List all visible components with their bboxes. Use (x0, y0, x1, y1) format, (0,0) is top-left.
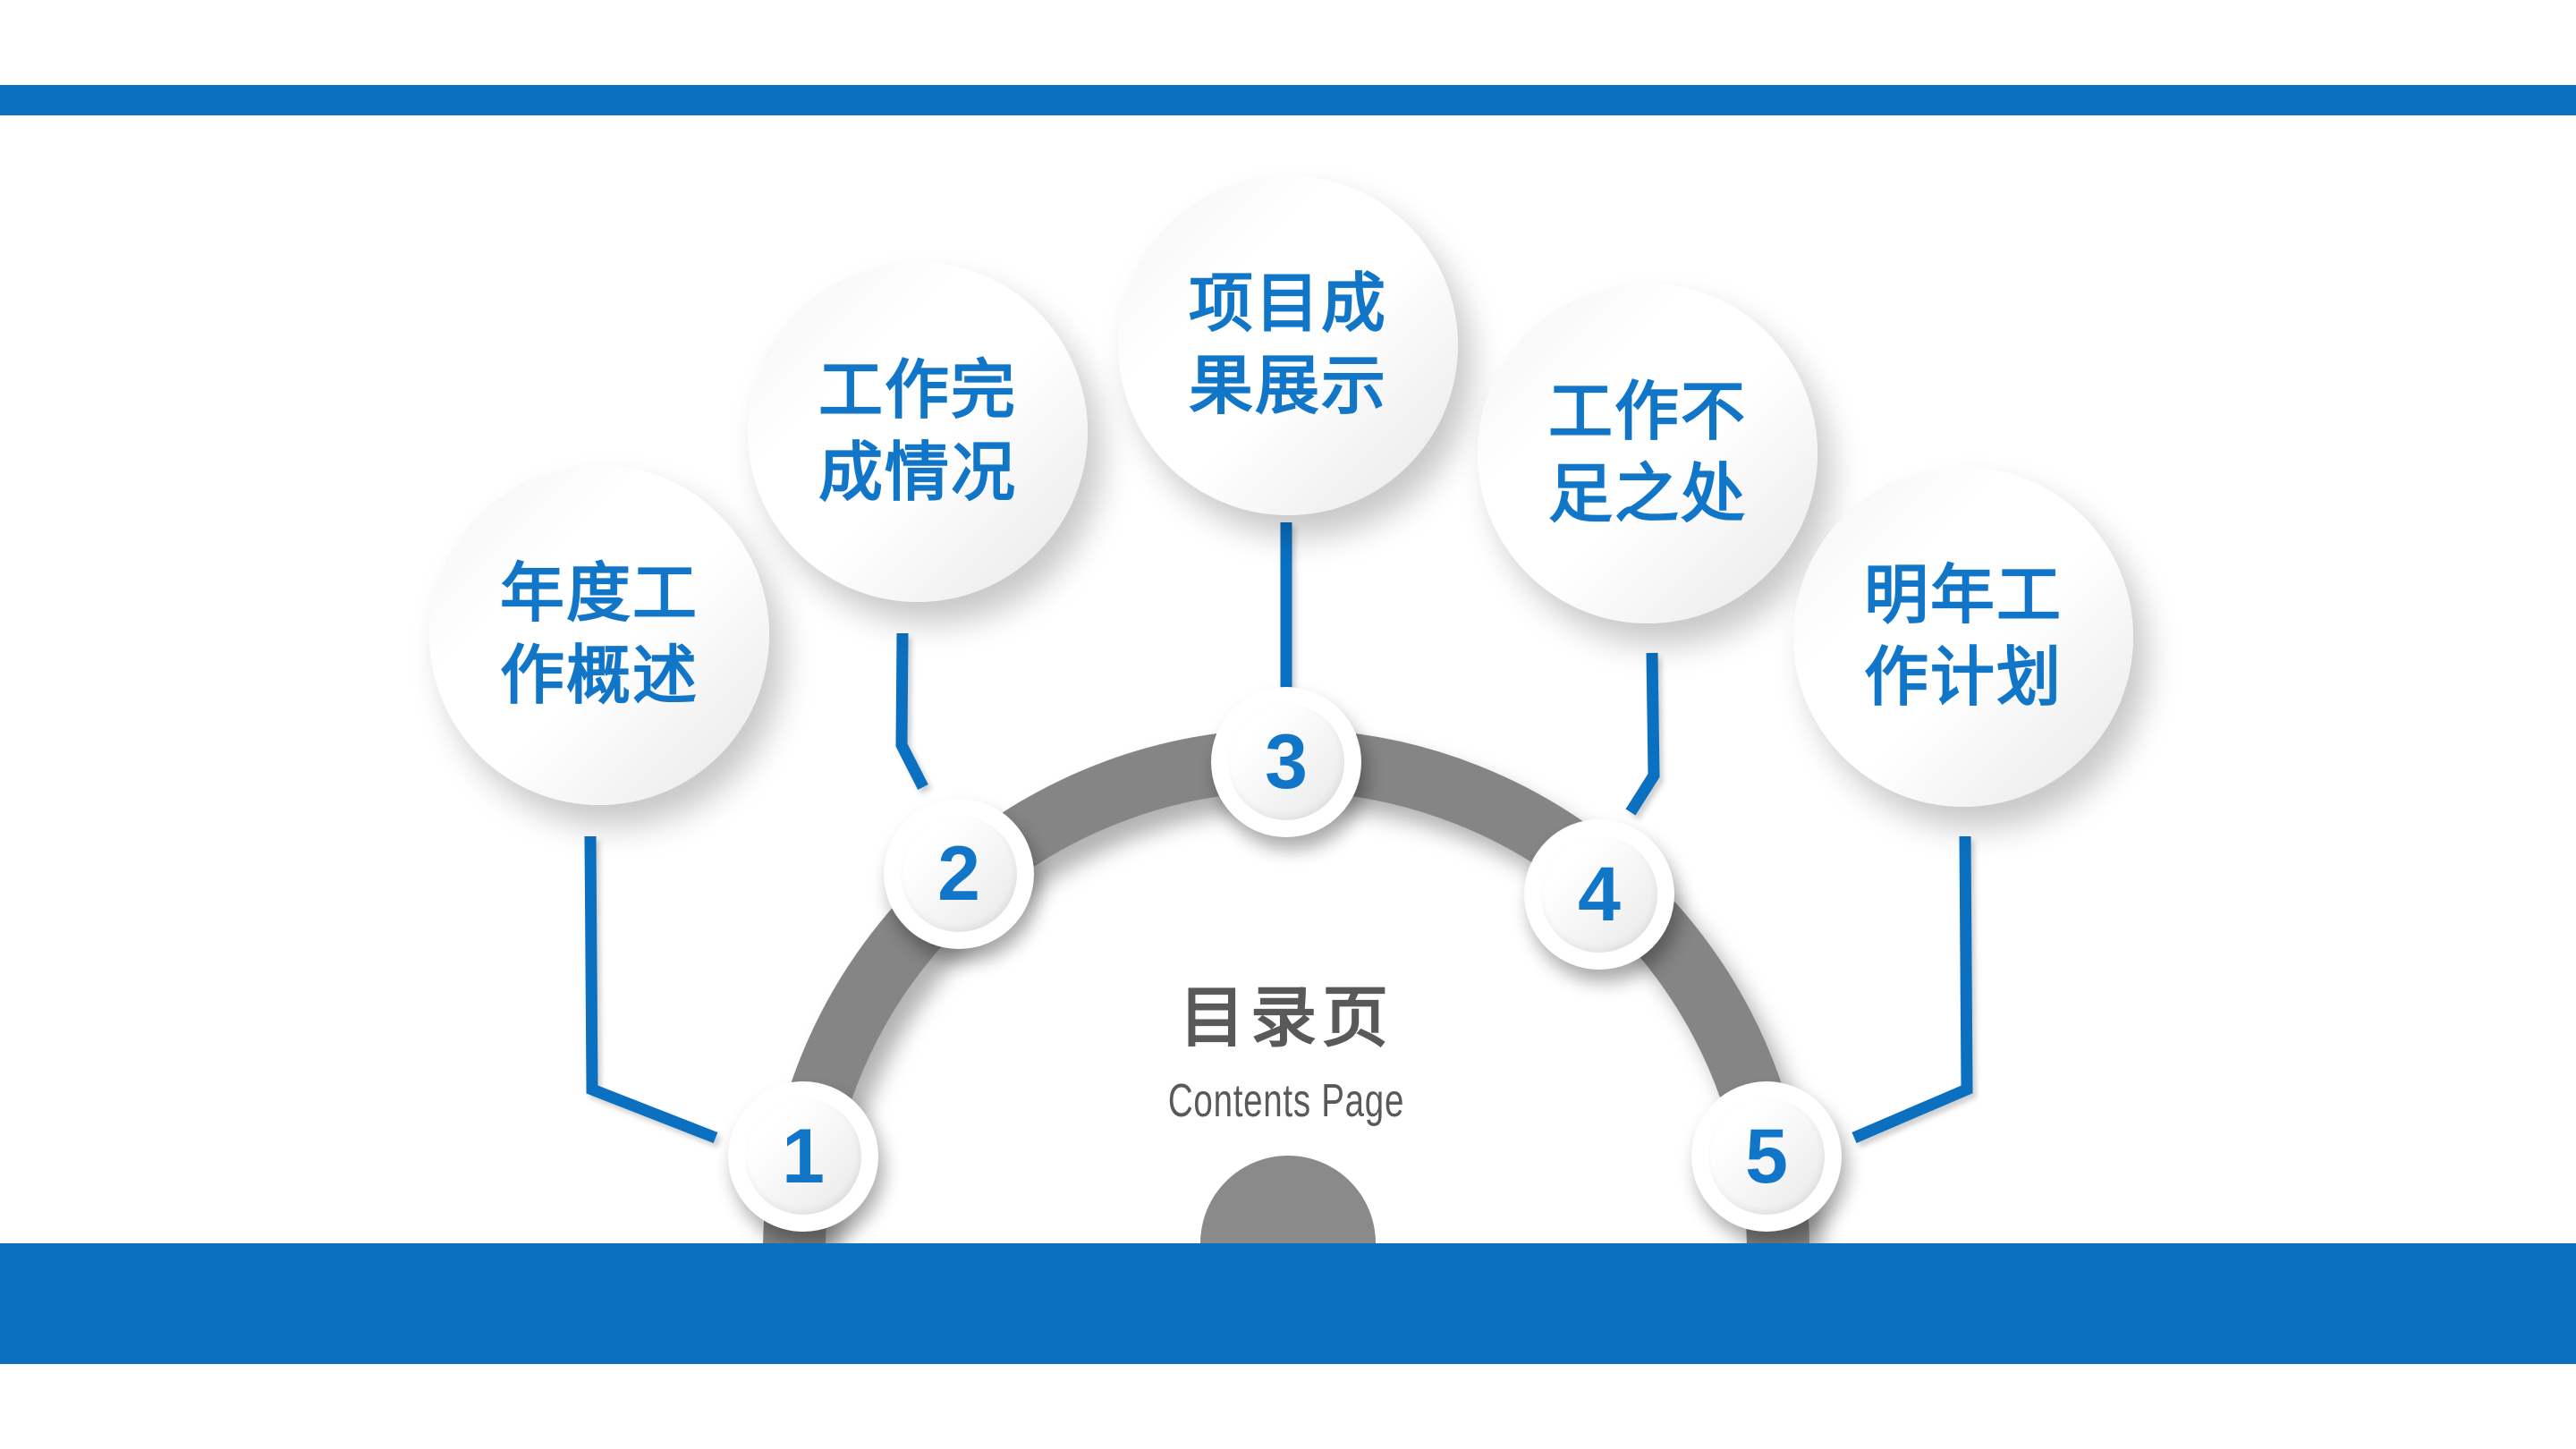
top-accent-bar (0, 85, 2576, 115)
step-circle-4: 4 (1524, 819, 1674, 970)
step-circle-5: 5 (1691, 1081, 1842, 1232)
step-number-2: 2 (937, 831, 980, 917)
step-circle-1-inner: 1 (745, 1098, 861, 1215)
topic-bubble-3: 项目成 果展示 (1118, 175, 1458, 515)
connector-5 (1852, 835, 1973, 1143)
step-circle-1: 1 (728, 1081, 878, 1232)
step-circle-5-inner: 5 (1708, 1098, 1825, 1215)
step-circle-4-inner: 4 (1541, 836, 1657, 953)
topic-bubble-1: 年度工 作概述 (429, 465, 769, 805)
page-title: 目录页 (1179, 980, 1394, 1055)
step-circle-2: 2 (884, 799, 1034, 949)
topic-label-1: 年度工 作概述 (499, 558, 699, 712)
topic-label-3: 项目成 果展示 (1188, 268, 1387, 422)
topic-bubble-2: 工作完 成情况 (748, 262, 1088, 602)
page-subtitle: Contents Page (1167, 1075, 1405, 1127)
bottom-accent-bar (0, 1243, 2576, 1364)
step-circle-2-inner: 2 (901, 816, 1017, 932)
step-circle-3: 3 (1211, 687, 1361, 837)
step-number-1: 1 (782, 1114, 825, 1199)
step-number-4: 4 (1578, 852, 1621, 937)
topic-label-2: 工作完 成情况 (818, 355, 1017, 509)
step-number-5: 5 (1745, 1114, 1788, 1199)
connector-1 (584, 835, 718, 1144)
step-number-3: 3 (1265, 719, 1308, 805)
topic-bubble-4: 工作不 足之处 (1478, 284, 1818, 623)
topic-label-5: 明年工 作计划 (1863, 560, 2063, 714)
step-circle-3-inner: 3 (1228, 704, 1344, 820)
page-title-block: 目录页 Contents Page (928, 964, 1644, 1128)
topic-label-4: 工作不 足之处 (1547, 377, 1747, 530)
topic-bubble-5: 明年工 作计划 (1793, 467, 2133, 807)
